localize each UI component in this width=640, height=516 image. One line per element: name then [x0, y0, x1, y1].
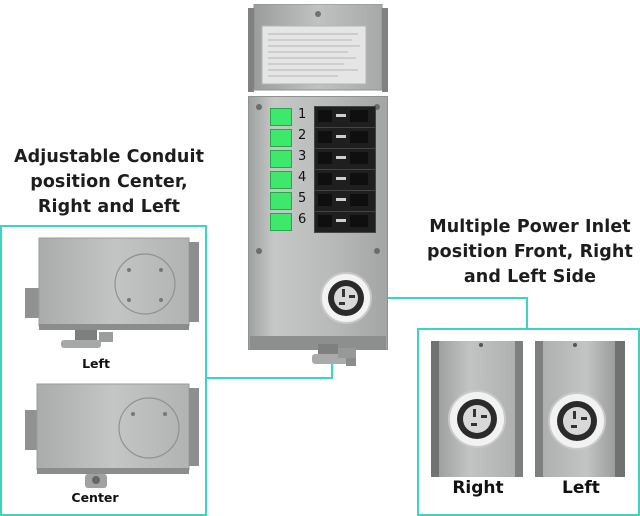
- conduit-positions-frame: [0, 225, 207, 516]
- indicator-light: [270, 213, 292, 231]
- inlet-right-photo: [431, 341, 523, 477]
- transfer-switch-lid: [248, 4, 388, 92]
- conduit-heading-line-1: Adjustable Conduit: [13, 147, 205, 167]
- circuit-number: 2: [298, 128, 307, 143]
- breaker-toggles: [318, 110, 368, 227]
- conduit-fitting: [312, 344, 356, 366]
- indicator-light: [270, 129, 292, 147]
- circuit-number: 1: [298, 107, 307, 122]
- caption-conduit-left: Left: [82, 356, 110, 371]
- indicator-light: [270, 192, 292, 210]
- conduit-connector-horizontal: [205, 377, 333, 379]
- power-inlet-heading-line-3: and Left Side: [463, 267, 597, 287]
- power-inlet-heading-line-2: position Front, Right: [427, 242, 633, 262]
- screw-icon: [374, 248, 380, 254]
- circuit-number: 5: [298, 191, 307, 206]
- inlet-connector-vertical: [526, 297, 528, 329]
- screw-icon: [256, 248, 262, 254]
- conduit-left-photo: [25, 237, 199, 348]
- circuit-number: 6: [298, 212, 307, 227]
- inlet-left-photo: [535, 341, 625, 477]
- power-inlet-front: [320, 272, 372, 324]
- conduit-heading: Adjustable Conduit position Center, Righ…: [0, 145, 218, 220]
- caption-inlet-left: Left: [562, 478, 600, 498]
- circuit-number: 3: [298, 149, 307, 164]
- conduit-heading-line-2: position Center,: [30, 172, 188, 192]
- caption-inlet-right: Right: [452, 478, 504, 498]
- screw-icon: [256, 104, 262, 110]
- indicator-light: [270, 150, 292, 168]
- screw-icon: [374, 104, 380, 110]
- inlet-positions-frame: [417, 328, 640, 516]
- conduit-center-photo: [25, 383, 199, 488]
- conduit-connector-vertical: [331, 356, 333, 378]
- body-bottom-shadow: [250, 336, 386, 350]
- power-inlet-heading-line-1: Multiple Power Inlet: [429, 217, 631, 237]
- conduit-heading-line-3: Right and Left: [37, 197, 181, 217]
- caption-conduit-center: Center: [71, 490, 119, 505]
- power-inlet-heading: Multiple Power Inlet position Front, Rig…: [420, 215, 640, 290]
- indicator-light: [270, 108, 292, 126]
- circuit-number: 4: [298, 170, 307, 185]
- inlet-connector-horizontal: [370, 297, 528, 299]
- indicator-light: [270, 171, 292, 189]
